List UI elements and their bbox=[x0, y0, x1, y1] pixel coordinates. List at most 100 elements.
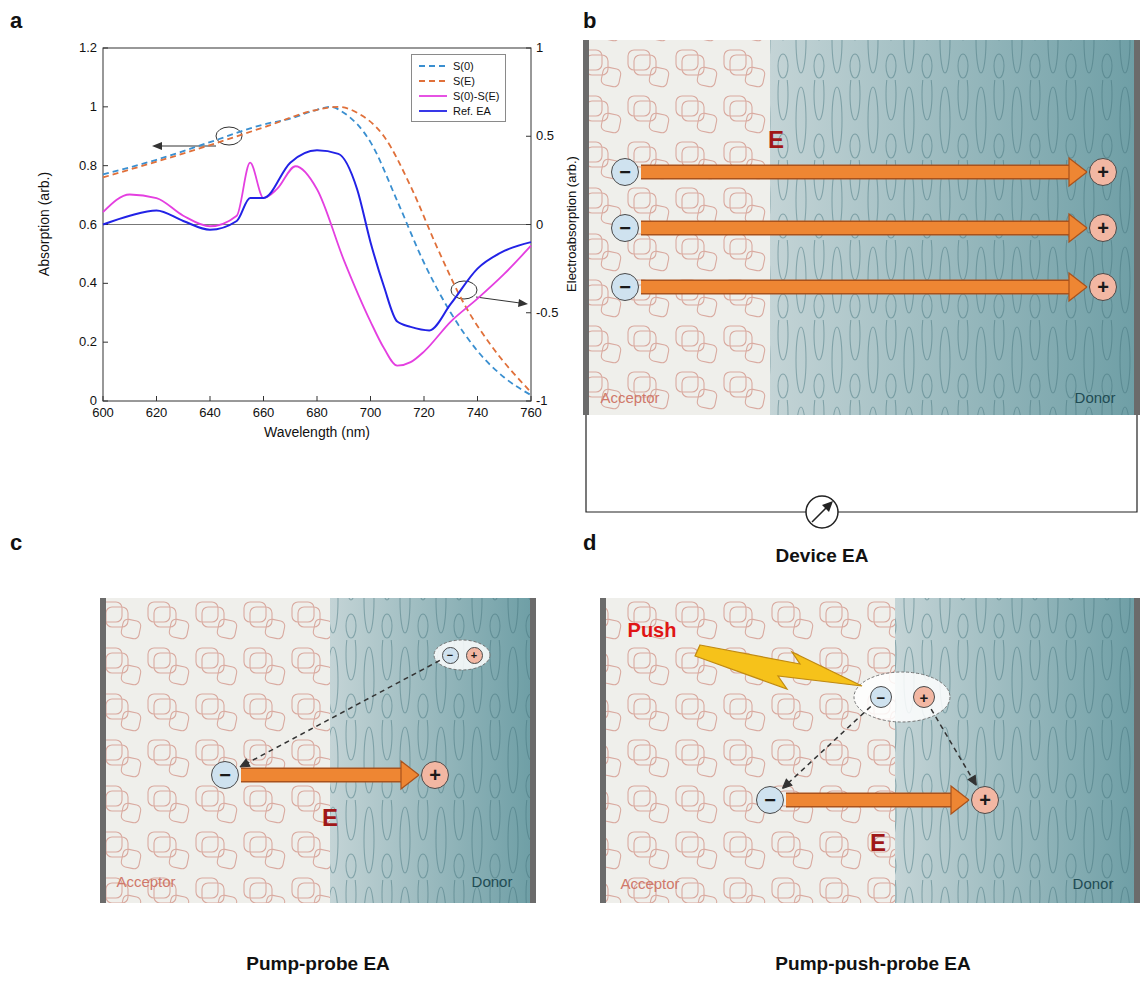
illustration-part bbox=[518, 299, 528, 307]
arrow-shaft bbox=[241, 769, 403, 781]
illustration-part bbox=[103, 283, 108, 284]
tick-label: -0.5 bbox=[536, 305, 558, 320]
arrow-head bbox=[240, 759, 250, 767]
charge-circle: + bbox=[1089, 214, 1117, 242]
tick-label: 700 bbox=[360, 406, 382, 421]
charge-circle: − bbox=[611, 214, 639, 242]
illustration-part bbox=[106, 598, 330, 903]
illustration-part bbox=[156, 396, 157, 401]
arrow-head bbox=[1069, 214, 1087, 242]
illustration-part bbox=[160, 146, 216, 147]
legend-text: S(E) bbox=[453, 75, 475, 87]
arrow-outline bbox=[641, 165, 1071, 180]
arrow-head bbox=[951, 786, 969, 814]
charge-circle: + bbox=[913, 686, 935, 708]
arrow-shaft bbox=[788, 707, 871, 784]
arrow-shaft bbox=[786, 794, 953, 806]
charge-sign: − bbox=[619, 162, 631, 182]
device-panel-d bbox=[600, 598, 1140, 903]
annotation: Pump-probe EA bbox=[246, 953, 390, 975]
illustration-part bbox=[526, 401, 531, 402]
tick-label: 0.4 bbox=[79, 276, 97, 291]
device-panel-b bbox=[583, 40, 1140, 528]
annotation: E bbox=[768, 126, 784, 154]
charge-sign: − bbox=[447, 650, 453, 661]
illustration-part bbox=[895, 598, 1134, 903]
arrow-shaft bbox=[641, 166, 1071, 178]
charge-sign: + bbox=[1097, 277, 1109, 297]
charge-sign: + bbox=[471, 650, 477, 661]
arrow-head bbox=[401, 761, 419, 789]
illustration-part bbox=[895, 598, 1134, 903]
illustration-part bbox=[103, 48, 531, 401]
illustration-part bbox=[586, 415, 1137, 512]
annotation: E bbox=[322, 804, 338, 832]
legend-sample bbox=[418, 91, 448, 101]
illustration-part bbox=[103, 107, 531, 395]
arrow-outline bbox=[641, 221, 1071, 236]
legend-row: Ref. EA bbox=[418, 103, 499, 118]
charge-separation-arrow bbox=[240, 660, 440, 767]
charge-circle: + bbox=[421, 761, 449, 789]
illustration-part bbox=[263, 396, 264, 401]
illustration-part bbox=[530, 598, 536, 903]
arrow-outline bbox=[241, 768, 403, 783]
device-panel-c bbox=[100, 598, 536, 903]
illustration-part bbox=[1134, 598, 1140, 903]
illustration-part bbox=[330, 598, 530, 903]
tick-label: 0.6 bbox=[79, 217, 97, 232]
illustration-part bbox=[317, 396, 318, 401]
charge-circle: + bbox=[1089, 158, 1117, 186]
axis-ticks bbox=[103, 48, 531, 401]
charge-circle: − bbox=[756, 786, 784, 814]
illustration-part bbox=[103, 401, 108, 402]
legend-row: S(0)-S(E) bbox=[418, 88, 499, 103]
illustration-part bbox=[152, 142, 162, 150]
arrow-shaft bbox=[641, 222, 1071, 234]
annotation: Donor bbox=[472, 873, 513, 890]
charge-circle: + bbox=[466, 647, 483, 664]
tick-label: 600 bbox=[92, 406, 114, 421]
charge-circle: + bbox=[1089, 273, 1117, 301]
charge-circle: + bbox=[971, 786, 999, 814]
panel-letter: a bbox=[10, 8, 22, 33]
field-arrow bbox=[641, 158, 1087, 186]
charge-sign: + bbox=[429, 765, 441, 785]
charge-circle: − bbox=[870, 686, 892, 708]
illustration-part bbox=[583, 40, 589, 415]
illustration-part bbox=[103, 342, 108, 343]
charge-sign: − bbox=[219, 765, 231, 785]
axis-title: Wavelength (nm) bbox=[264, 424, 370, 440]
axis-title: Absorption (arb.) bbox=[36, 172, 52, 276]
charge-sign: − bbox=[877, 690, 886, 705]
legend-row: S(E) bbox=[418, 73, 499, 88]
panel-letter: d bbox=[583, 530, 596, 555]
tick-label: 1.2 bbox=[79, 41, 97, 56]
chart-legend: S(0)S(E)S(0)-S(E)Ref. EA bbox=[411, 54, 506, 122]
tick-label: 0.8 bbox=[79, 158, 97, 173]
annotation: Push bbox=[628, 619, 677, 642]
annotation: Device EA bbox=[776, 545, 869, 567]
illustration-part bbox=[526, 136, 531, 137]
illustration-part bbox=[103, 165, 108, 166]
arrow-head bbox=[1069, 273, 1087, 301]
illustration-part bbox=[210, 396, 211, 401]
illustration-part bbox=[106, 598, 330, 903]
illustration-part bbox=[526, 224, 531, 225]
annotation: Donor bbox=[1073, 875, 1114, 892]
legend-line bbox=[419, 80, 447, 82]
legend-text: S(0)-S(E) bbox=[453, 90, 499, 102]
illustration-part bbox=[103, 48, 108, 49]
field-arrow bbox=[241, 761, 419, 789]
annotation: Acceptor bbox=[620, 875, 679, 892]
annotation: Acceptor bbox=[116, 873, 175, 890]
tick-label: -1 bbox=[536, 394, 548, 409]
tick-label: 0.2 bbox=[79, 335, 97, 350]
tick-label: 1 bbox=[90, 99, 97, 114]
illustration-part bbox=[822, 501, 833, 512]
arrow-shaft bbox=[931, 709, 973, 779]
arrow-outline bbox=[641, 280, 1071, 295]
